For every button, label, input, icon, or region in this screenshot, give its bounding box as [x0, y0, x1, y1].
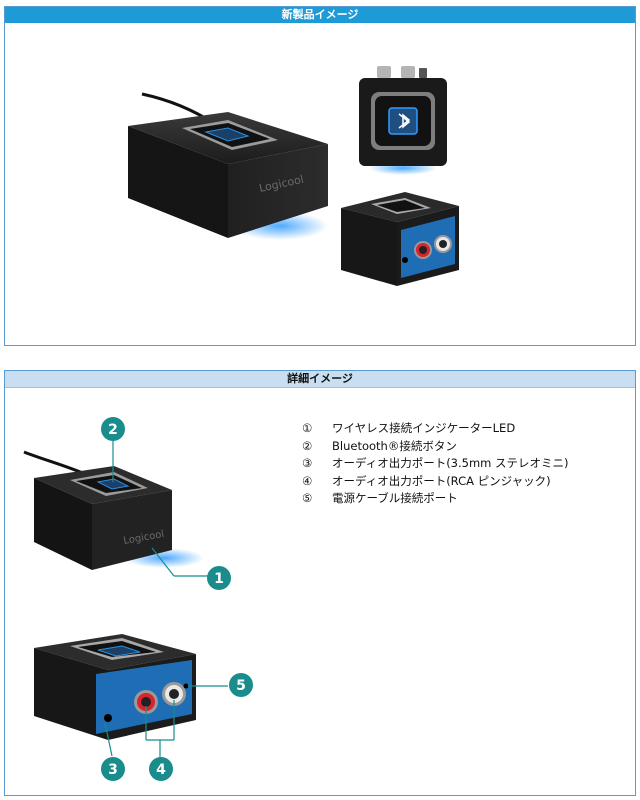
callout-badge-2: 2: [101, 417, 125, 441]
callout-label-4: 4: [156, 762, 166, 778]
feature-text: Bluetooth®接続ボタン: [332, 438, 457, 453]
feature-number: ④: [302, 473, 313, 488]
new-product-header: 新製品イメージ: [5, 7, 635, 23]
feature-number: ②: [302, 438, 313, 453]
feature-list: ① ワイヤレス接続インジケーターLED ② Bluetooth®接続ボタン ③ オーデ…: [302, 420, 569, 508]
callout-label-5: 5: [236, 678, 246, 694]
feature-text: オーディオ出力ポート(3.5mm ステレオミニ): [332, 456, 569, 470]
feature-item: ② Bluetooth®接続ボタン: [302, 438, 569, 456]
callout-badge-5: 5: [229, 673, 253, 697]
callout-label-1: 1: [214, 571, 224, 587]
device-top-view-image: [359, 66, 447, 175]
callout-badge-3: 3: [101, 757, 125, 781]
detail-device-image: Logicool: [23, 440, 210, 577]
device-ports-image: [341, 192, 459, 286]
feature-item: ① ワイヤレス接続インジケーターLED: [302, 420, 569, 438]
device-main-image: Logicool: [128, 92, 328, 240]
feature-text: 電源ケーブル接続ポート: [332, 491, 458, 505]
feature-text: ワイヤレス接続インジケーターLED: [332, 421, 516, 435]
new-product-panel: 新製品イメージ: [4, 6, 636, 346]
feature-item: ⑤ 電源ケーブル接続ポート: [302, 490, 569, 508]
callout-badge-1: 1: [207, 566, 231, 590]
callout-label-3: 3: [108, 762, 118, 778]
detail-header: 詳細イメージ: [5, 371, 635, 388]
feature-item: ④ オーディオ出力ポート(RCA ピンジャック): [302, 473, 569, 491]
callout-label-2: 2: [108, 422, 118, 438]
feature-number: ⑤: [302, 491, 313, 505]
feature-number: ①: [302, 421, 313, 435]
feature-item: ③ オーディオ出力ポート(3.5mm ステレオミニ): [302, 455, 569, 473]
feature-number: ③: [302, 456, 313, 470]
feature-text: オーディオ出力ポート(RCA ピンジャック): [332, 473, 551, 488]
callout-badge-4: 4: [149, 757, 173, 781]
